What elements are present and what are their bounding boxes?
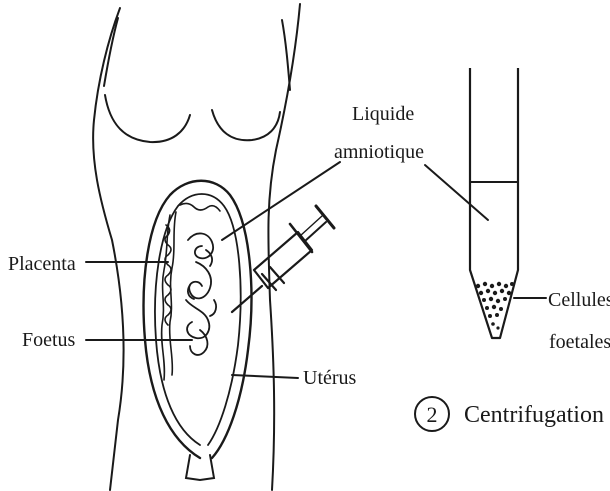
left-torso-contour [93, 8, 124, 490]
labels: Liquide amniotique Placenta Foetus Utéru… [8, 103, 610, 428]
right-arm-line [282, 20, 290, 90]
leader-lines [86, 162, 546, 378]
cellules-label-line2: foetales [549, 331, 610, 353]
uterus-outer-wall [144, 181, 252, 458]
right-breast [212, 110, 280, 140]
right-torso-contour [268, 4, 300, 490]
foetus [186, 233, 216, 354]
foetus-label: Foetus [22, 329, 76, 351]
liquide-leader-uterus [222, 162, 340, 240]
step-number: 2 [427, 402, 438, 427]
placenta-label: Placenta [8, 253, 76, 275]
left-breast [105, 95, 190, 142]
uterus [144, 181, 252, 458]
uterus-leader [232, 375, 298, 378]
tube-outline [470, 68, 518, 338]
step-title: Centrifugation [464, 402, 604, 428]
syringe-plunger-cap [316, 206, 334, 228]
centrifuge-tube [470, 68, 518, 338]
syringe-needle [232, 286, 262, 312]
step-badge: 2 [415, 397, 449, 431]
liquide-label-line1: Liquide [352, 103, 414, 125]
cellules-label-line1: Cellules [548, 289, 610, 311]
uterus-label: Utérus [303, 367, 357, 389]
syringe-plunger [305, 222, 326, 241]
syringe [232, 206, 334, 312]
liquide-label-line2: amniotique [334, 141, 424, 163]
liquide-leader-tube [425, 165, 488, 220]
